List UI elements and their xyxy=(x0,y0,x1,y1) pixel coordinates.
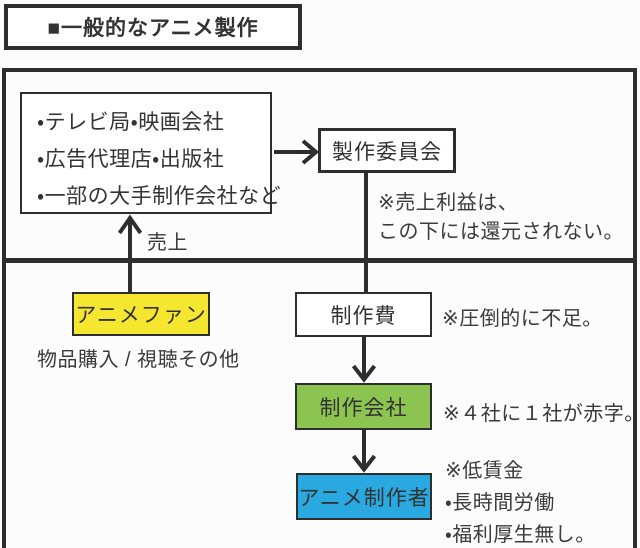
anime-creators-label: アニメ制作者 xyxy=(298,486,430,510)
diagram-title: ■一般的なアニメ製作 xyxy=(47,17,259,40)
creators-note-no-benefits: ・福利厚生無し。 xyxy=(445,524,596,546)
funders-line-ad-publisher: ・広告代理店・出版社 xyxy=(37,148,225,171)
production-company-box: 制作会社 xyxy=(295,383,432,430)
anime-fans-box: アニメファン xyxy=(72,292,210,336)
production-cost-box: 制作費 xyxy=(295,292,432,337)
production-cost-label: 制作費 xyxy=(330,304,397,328)
funders-line-major-studios: ・一部の大手制作会社など xyxy=(37,185,282,208)
funders-line-tv-film: ・テレビ局・映画会社 xyxy=(37,111,225,134)
diagram-frame xyxy=(2,68,637,548)
production-company-note: ※４社に１社が赤字。 xyxy=(443,403,640,425)
creators-note-long-hours: ・長時間労働 xyxy=(445,492,555,514)
diagram-title-box: ■一般的なアニメ製作 xyxy=(4,4,302,50)
section-divider-line xyxy=(2,258,637,263)
anime-creators-box: アニメ制作者 xyxy=(296,473,432,520)
production-company-label: 制作会社 xyxy=(319,396,408,420)
fan-caption: 物品購入 / 視聴その他 xyxy=(37,349,240,371)
committee-note-line2: この下には還元されない。 xyxy=(378,221,624,243)
production-cost-note: ※圧倒的に不足。 xyxy=(442,308,603,330)
production-committee-box: 製作委員会 xyxy=(318,128,456,173)
anime-fans-label: アニメファン xyxy=(75,304,207,327)
funders-box: ・テレビ局・映画会社 ・広告代理店・出版社 ・一部の大手制作会社など xyxy=(20,92,282,214)
sales-arrow-label: 売上 xyxy=(147,232,188,254)
creators-note-low-wage: ※低賃金 xyxy=(445,460,524,482)
production-committee-label: 製作委員会 xyxy=(332,140,442,164)
committee-note-line1: ※売上利益は、 xyxy=(378,192,519,214)
